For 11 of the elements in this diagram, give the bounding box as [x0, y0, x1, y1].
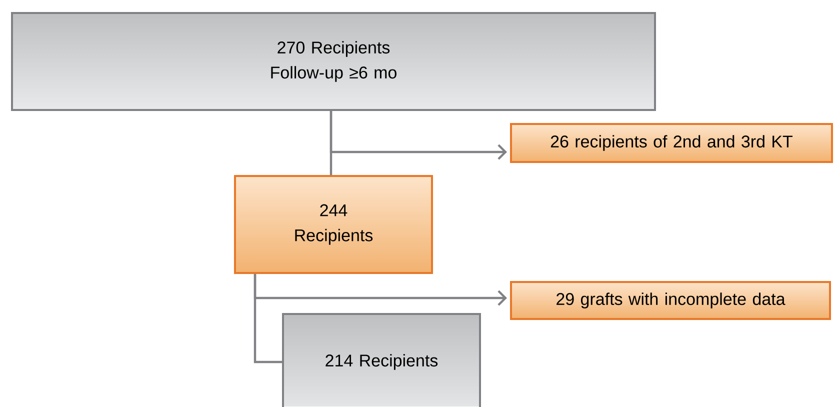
- connector-arrow: [330, 111, 508, 160]
- box-label: 214 Recipients: [326, 354, 438, 370]
- process-box: [510, 123, 833, 163]
- process-box: [11, 12, 656, 111]
- box-label: 29 grafts with incomplete data: [556, 292, 786, 308]
- box-label: 26 recipients of 2nd and 3rd KT: [550, 135, 792, 151]
- process-box: [510, 281, 832, 320]
- process-box: [234, 175, 433, 274]
- process-box: [282, 313, 481, 407]
- box-label: 270 Recipients Follow-up ≥6 mo: [271, 41, 396, 82]
- box-label: 244 Recipients: [295, 204, 373, 245]
